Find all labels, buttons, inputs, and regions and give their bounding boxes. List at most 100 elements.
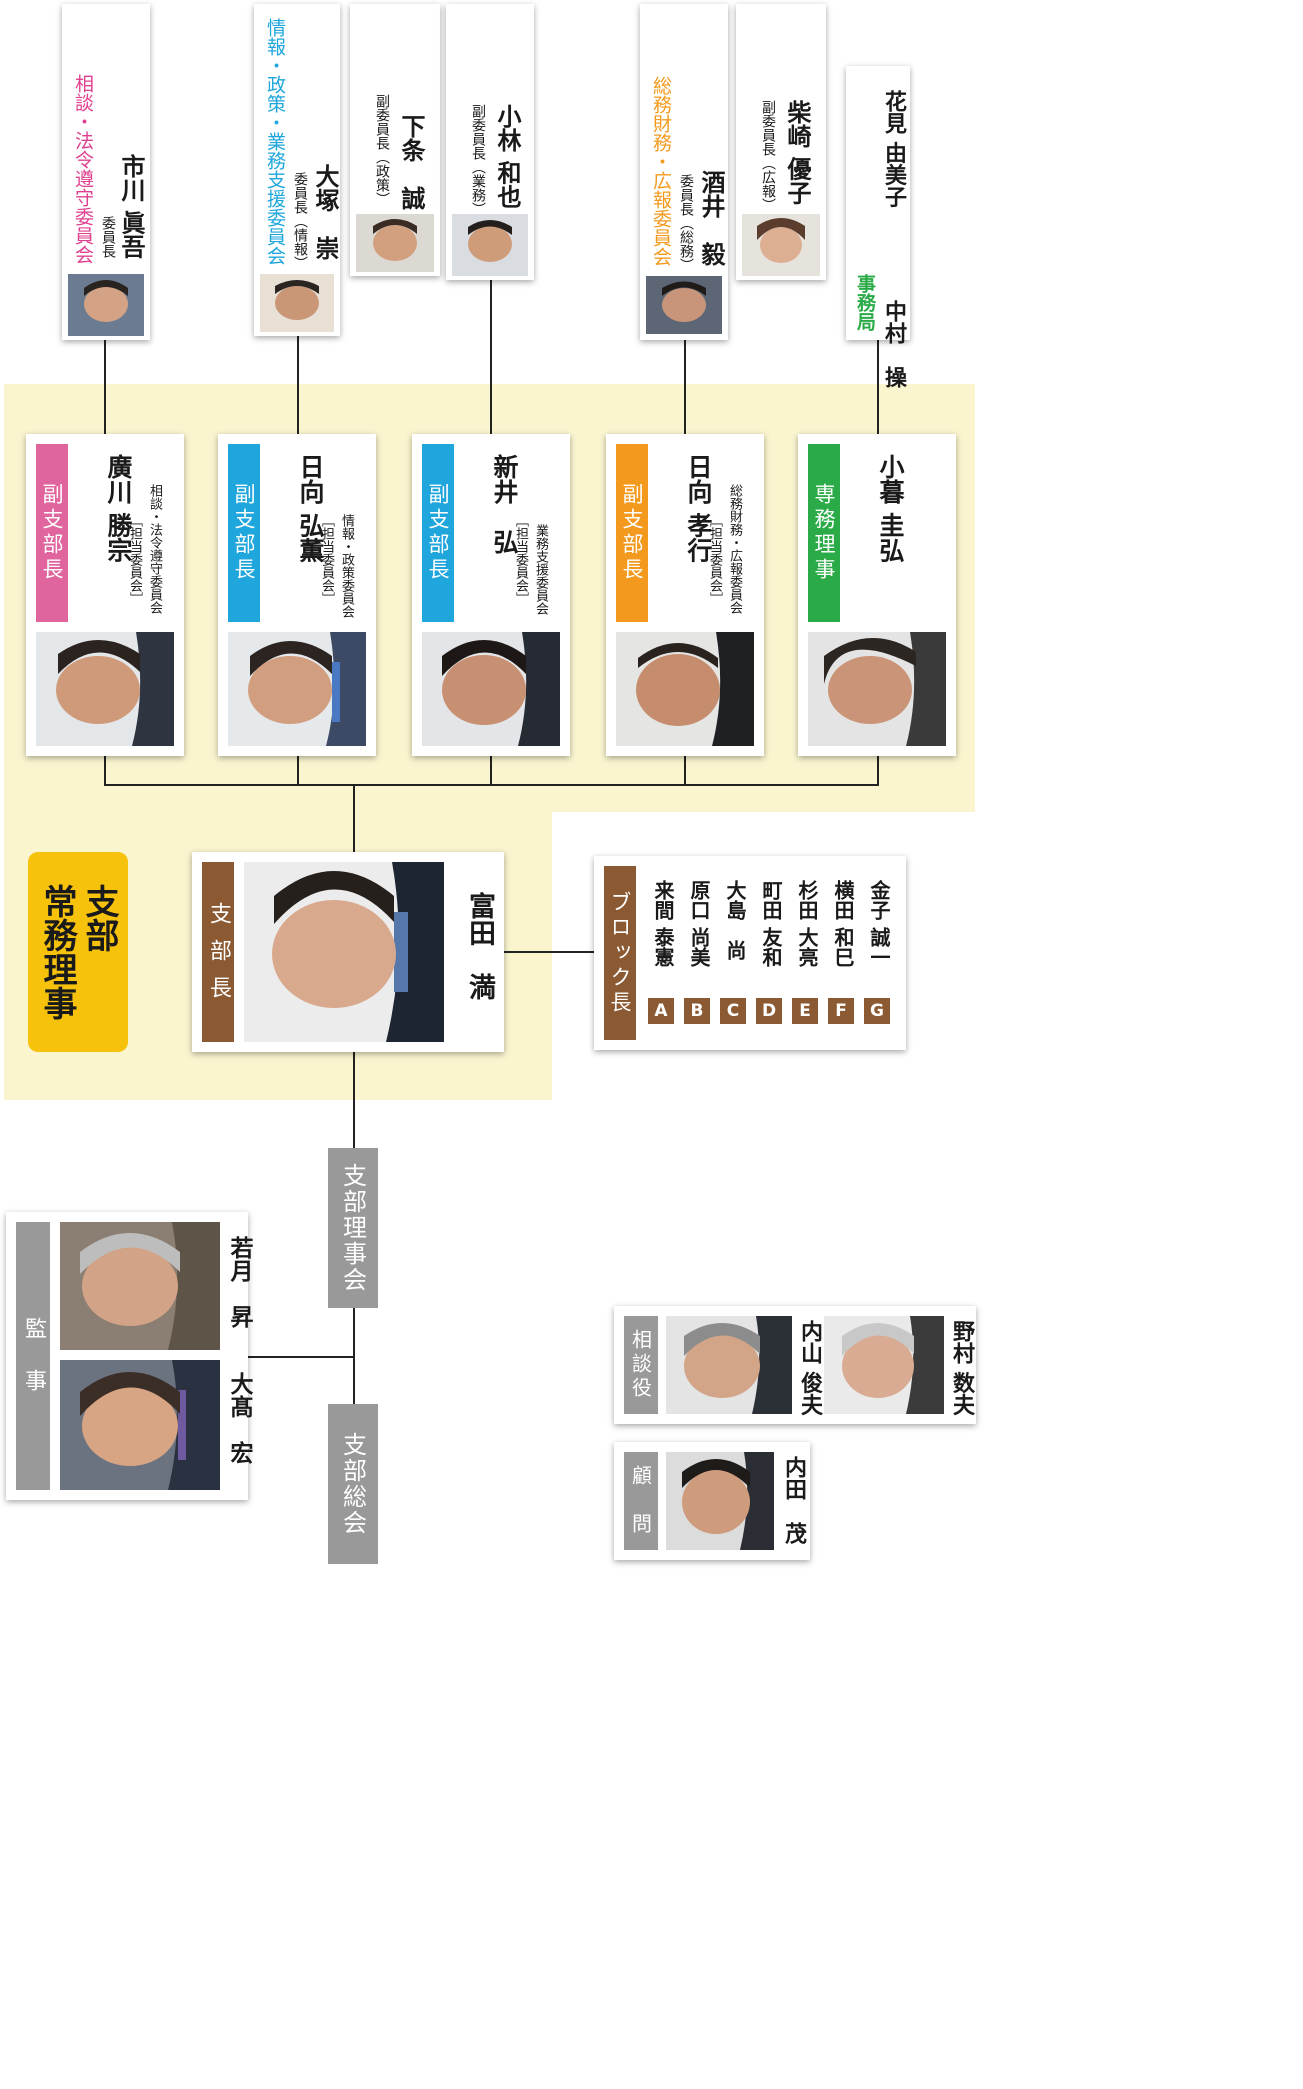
member-photo: [68, 274, 144, 336]
connector: [104, 338, 106, 434]
block-letter-badge: G: [864, 998, 890, 1024]
member-photo: [36, 632, 174, 746]
assignment-committee: 相談・法令遵守委員会: [147, 484, 162, 614]
connector-bus: [104, 784, 879, 786]
block-letter-badge: D: [756, 998, 782, 1024]
member-photo: [452, 214, 528, 276]
vice-chief-name: 日向 孝行: [684, 454, 713, 563]
title-band: 顧 問: [624, 1452, 658, 1550]
committee-role: 委員長: [100, 216, 116, 258]
assignment-committee: 情報・政策委員会: [339, 514, 354, 618]
auditor-name: 大髙 宏: [226, 1372, 253, 1464]
committee-role: 副委員長（政策）: [374, 94, 390, 206]
vice-chief-name: 廣川 勝宗: [104, 454, 133, 563]
advisor-name: 野村 数夫: [949, 1320, 975, 1416]
member-photo: [260, 274, 334, 332]
block-leader-name: 杉田 大亮: [795, 880, 819, 967]
connector: [247, 1356, 354, 1358]
title-band: 副支部長: [228, 444, 260, 622]
committee-card-info-policy: 情報・政策・業務支援委員会 委員長（情報） 大塚 崇: [254, 4, 340, 336]
member-photo: [646, 276, 722, 334]
block-letter-badge: F: [828, 998, 854, 1024]
committee-member-name: 下条 誠: [397, 114, 426, 210]
assignment-label: ［担当委員会］: [707, 514, 722, 605]
connector: [297, 336, 299, 434]
vice-chief-card: 副支部長 新井 弘 ［担当委員会］ 業務支援委員会: [412, 434, 570, 756]
title-band: 副支部長: [422, 444, 454, 622]
committee-card-general-affairs: 総務財務・広報委員会 委員長（総務） 酒井 毅: [640, 4, 728, 340]
committee-role: 委員長（総務）: [678, 174, 694, 272]
vice-chief-name: 新井 弘: [490, 454, 519, 554]
committee-role: 副委員長（業務）: [470, 104, 486, 216]
connector: [353, 1052, 355, 1148]
member-photo: [808, 632, 946, 746]
member-photo: [666, 1316, 792, 1414]
connector: [504, 951, 595, 953]
vice-chief-card: 副支部長 廣川 勝宗 ［担当委員会］ 相談・法令遵守委員会: [26, 434, 184, 756]
member-photo: [422, 632, 560, 746]
committee-chair-name: 大塚 崇: [311, 164, 340, 260]
committee-title: 相談・法令遵守委員会: [72, 74, 94, 264]
block-letter-badge: B: [684, 998, 710, 1024]
connector: [684, 338, 686, 434]
committee-card-vice-pr: 副委員長（広報） 柴崎 優子: [736, 4, 826, 280]
secretariat-member-name: 花見 由美子: [881, 90, 907, 208]
assignment-committee: 総務財務・広報委員会: [727, 484, 742, 614]
committee-chair-name: 市川 眞吾: [117, 154, 146, 259]
block-leader-name: 金子 誠一: [867, 880, 891, 967]
block-letter-badge: E: [792, 998, 818, 1024]
connector: [877, 338, 879, 434]
title-band: 専務理事: [808, 444, 840, 622]
board-label: 支部理事会: [328, 1148, 378, 1308]
block-leader-name: 大島 尚: [723, 880, 747, 960]
block-letter-badge: A: [648, 998, 674, 1024]
section-title-box: 支部 常務理事: [28, 852, 128, 1052]
connector: [684, 756, 686, 785]
advisors-card: 相談役 内山 俊夫 野村 数夫: [614, 1306, 976, 1424]
connector: [353, 1308, 355, 1404]
member-photo: [244, 862, 444, 1042]
secretariat-member-name: 中村 操: [881, 300, 907, 388]
title-band: 相談役: [624, 1316, 658, 1414]
member-photo: [824, 1316, 944, 1414]
block-leader-name: 町田 友和: [759, 880, 783, 967]
committee-member-name: 小林 和也: [493, 104, 522, 209]
secretariat-card: 事務局 中村 操 花見 由美子: [846, 66, 910, 388]
title-band: ブロック長: [604, 866, 636, 1040]
connector: [104, 756, 106, 785]
committee-role: 副委員長（広報）: [760, 100, 776, 212]
connector: [353, 784, 355, 852]
assembly-label: 支部総会: [328, 1404, 378, 1564]
counselor-card: 顧 問 内田 茂: [614, 1442, 810, 1560]
secretariat-title: 事務局: [854, 274, 876, 331]
title-band: 監 事: [16, 1222, 50, 1490]
committee-title: 総務財務・広報委員会: [650, 76, 672, 266]
block-letter-badge: C: [720, 998, 746, 1024]
member-photo: [666, 1452, 774, 1550]
committee-card-vice-business: 副委員長（業務） 小林 和也: [446, 4, 534, 280]
vice-chief-card: 副支部長 日向 弘薫 ［担当委員会］ 情報・政策委員会: [218, 434, 376, 756]
member-photo: [60, 1360, 220, 1490]
branch-chief-card: 支 部 長 富田 満: [192, 852, 504, 1052]
connector: [877, 756, 879, 785]
branch-chief-name: 富田 満: [464, 892, 495, 1000]
block-leader-name: 来間 泰憲: [651, 880, 675, 967]
vice-chief-card: 副支部長 日向 孝行 ［担当委員会］ 総務財務・広報委員会: [606, 434, 764, 756]
committee-role: 委員長（情報）: [292, 172, 308, 270]
title-band: 副支部長: [616, 444, 648, 622]
member-photo: [60, 1222, 220, 1350]
auditor-name: 若月 昇: [226, 1236, 253, 1328]
member-photo: [616, 632, 754, 746]
connector: [490, 756, 492, 785]
executive-director-card: 専務理事 小暮 圭弘: [798, 434, 956, 756]
assignment-label: ［担当委員会］: [319, 514, 334, 605]
assignment-label: ［担当委員会］: [127, 514, 142, 605]
vice-chief-name: 日向 弘薫: [296, 454, 325, 563]
assignment-label: ［担当委員会］: [513, 514, 528, 605]
auditors-card: 監 事 若月 昇 大髙 宏: [6, 1212, 253, 1500]
member-photo: [742, 214, 820, 276]
block-leader-name: 横田 和巳: [831, 880, 855, 967]
committee-card-vice-policy: 副委員長（政策） 下条 誠: [350, 4, 440, 276]
member-photo: [356, 214, 434, 272]
